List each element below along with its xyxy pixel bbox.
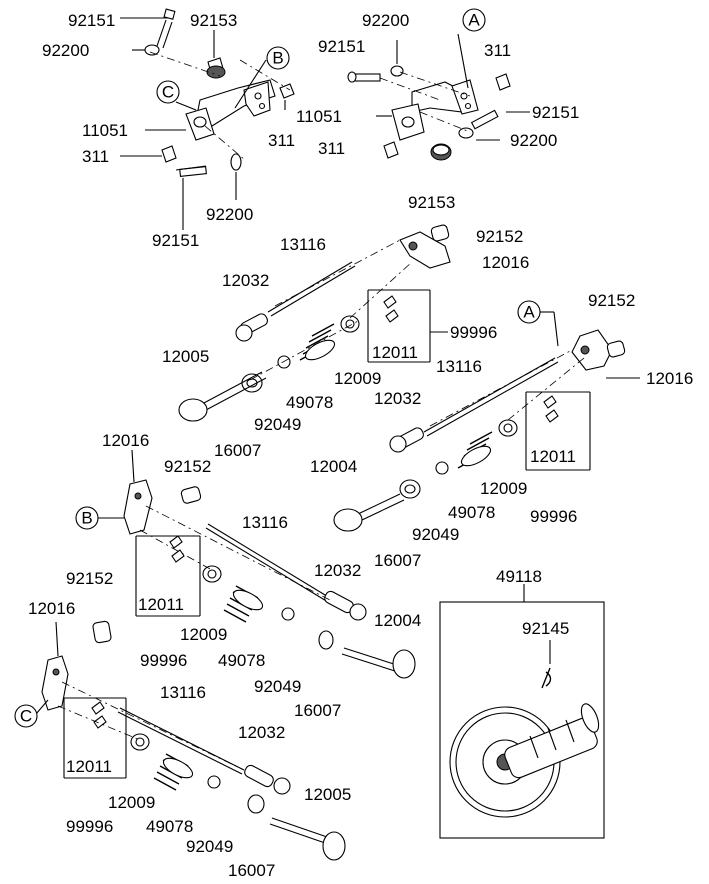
label-92151: 92151 [152,231,199,250]
callout-letters: A B C A B C [14,8,541,728]
label-16007: 16007 [228,861,275,880]
label-99996: 99996 [530,507,577,526]
label-12009: 12009 [180,625,227,644]
rocker-set-1 [178,224,451,422]
label-92049: 92049 [254,677,301,696]
label-12011: 12011 [372,343,418,362]
label-12009: 12009 [108,793,155,812]
label-92200: 92200 [362,11,409,30]
label-12005: 12005 [162,347,209,366]
label-49078: 49078 [448,503,495,522]
label-12011: 12011 [66,757,112,776]
label-49078: 49078 [218,651,265,670]
callout-a-top: A [462,8,486,32]
callout-c-top: C [156,80,180,104]
label-311: 311 [318,139,345,158]
label-92153: 92153 [408,193,455,212]
label-12016: 12016 [482,253,529,272]
label-12016: 12016 [102,431,149,450]
label-11051: 11051 [82,121,128,140]
svg-text:B: B [81,509,92,528]
camshaft-group-frame [439,601,605,839]
svg-text:A: A [468,11,480,30]
label-13116: 13116 [242,513,288,532]
label-92049: 92049 [254,415,301,434]
label-311: 311 [82,147,109,166]
label-16007: 16007 [214,441,261,460]
label-12005: 12005 [304,785,351,804]
label-49118: 49118 [496,567,542,586]
label-92200: 92200 [42,41,89,60]
callout-c-bottom: C [14,699,49,728]
label-13116: 13116 [436,357,482,376]
svg-text:B: B [272,49,283,68]
label-99996: 99996 [66,817,113,836]
label-92152: 92152 [476,227,523,246]
label-92151: 92151 [532,103,579,122]
svg-text:A: A [523,303,535,322]
label-92151: 92151 [318,37,365,56]
bracket-assembly-left [120,8,295,230]
svg-text:C: C [162,83,174,102]
label-99996: 99996 [140,651,187,670]
label-12004: 12004 [374,611,421,630]
label-12011: 12011 [530,447,576,466]
label-11051: 11051 [296,107,342,126]
part-number-labels: 92151 92153 92200 11051 311 311 92200 92… [28,11,693,880]
label-13116: 13116 [280,235,326,254]
label-49078: 49078 [286,393,333,412]
svg-text:C: C [20,707,32,726]
label-99996: 99996 [450,323,497,342]
callout-b-mid: B [75,506,124,530]
label-12032: 12032 [222,271,269,290]
label-311: 311 [484,41,511,60]
label-92153: 92153 [190,11,237,30]
label-49078: 49078 [146,817,193,836]
label-12016: 12016 [646,369,693,388]
label-12011: 12011 [138,595,184,614]
label-92049: 92049 [412,525,459,544]
label-311: 311 [268,131,295,150]
bracket-assembly-right [347,33,530,161]
camshaft-gear-assembly [439,584,605,839]
rocker-set-2 [333,311,640,532]
label-12032: 12032 [374,389,421,408]
callout-a-mid: A [517,300,541,324]
label-12032: 12032 [238,723,285,742]
rocker-set-3 [123,449,416,679]
label-12004: 12004 [310,457,357,476]
label-12009: 12009 [334,369,381,388]
label-16007: 16007 [294,701,341,720]
label-13116: 13116 [160,683,206,702]
label-92200: 92200 [206,205,253,224]
label-92049: 92049 [186,837,233,856]
label-12009: 12009 [480,479,527,498]
rocker-set-4 [41,620,346,861]
label-92152: 92152 [66,569,113,588]
label-92151: 92151 [68,11,115,30]
label-12032: 12032 [314,561,361,580]
label-92145: 92145 [522,619,569,638]
callout-b-top: B [266,46,290,70]
label-12016: 12016 [28,599,75,618]
label-92152: 92152 [588,291,635,310]
label-92152: 92152 [164,457,211,476]
label-92200: 92200 [510,131,557,150]
label-16007: 16007 [374,551,421,570]
